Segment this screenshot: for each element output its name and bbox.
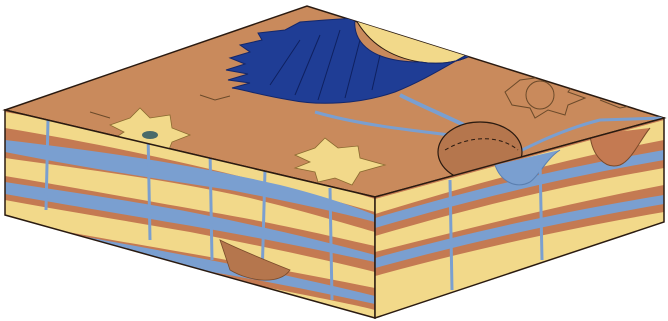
geologic-block-diagram — [0, 0, 668, 321]
